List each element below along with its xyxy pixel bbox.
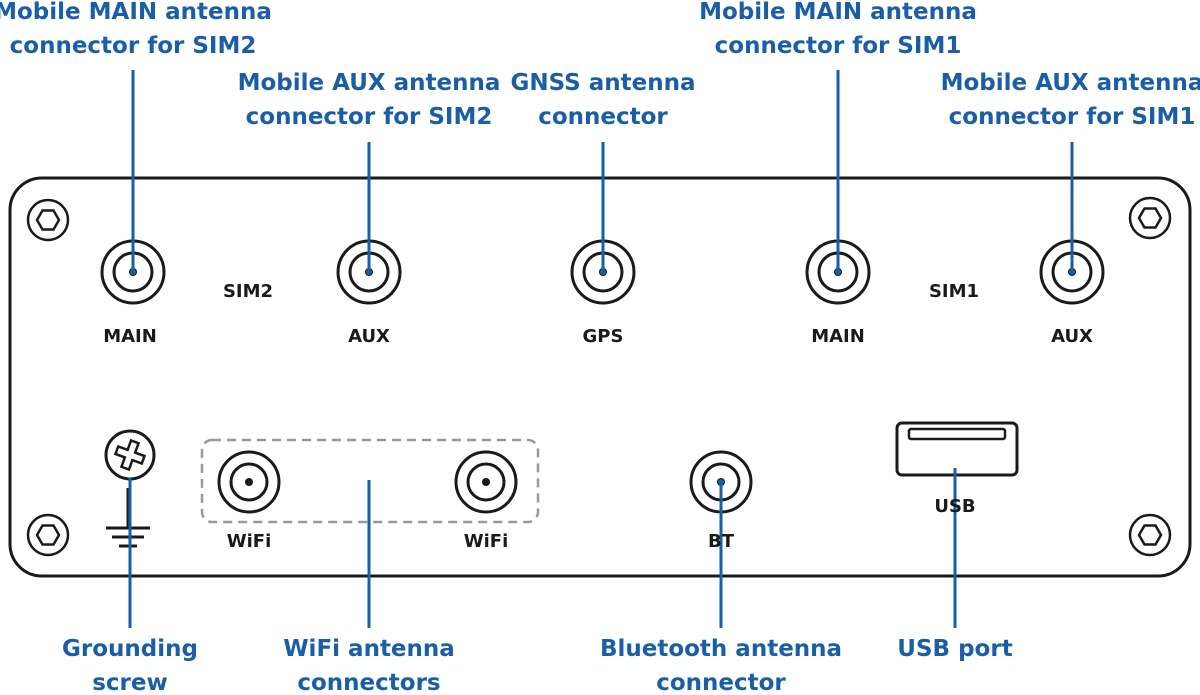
- callout-main-antenna-sim2: Mobile MAIN antenna connector for SIM2: [0, 0, 272, 63]
- callout-line: USB port: [897, 636, 1013, 662]
- leader-lines: [128, 70, 1074, 628]
- panel-label-sim1: SIM1: [929, 281, 979, 302]
- panel-label-sim2: SIM2: [223, 281, 273, 302]
- callout-line: connectors: [297, 670, 441, 695]
- panel-label-bt: BT: [708, 531, 735, 552]
- sma-connector-icon: [217, 450, 281, 514]
- callout-grounding-screw: Grounding screw: [62, 632, 198, 695]
- callout-line: Mobile MAIN antenna: [0, 0, 272, 25]
- device-panel: [8, 176, 1192, 578]
- usb-port-icon: [895, 421, 1019, 477]
- callout-line: connector for SIM2: [9, 33, 257, 59]
- hex-screw-icon: [1128, 513, 1172, 557]
- callout-line: connector: [656, 670, 786, 695]
- panel-label-gps: GPS: [583, 326, 624, 347]
- callout-bluetooth-antenna: Bluetooth antenna connector: [600, 632, 842, 695]
- callout-line: connector for SIM1: [948, 104, 1196, 130]
- callout-line: GNSS antenna: [510, 70, 696, 96]
- callout-line: WiFi antenna: [283, 636, 455, 662]
- panel-label-wifi-left: WiFi: [227, 531, 272, 552]
- callout-line: Grounding: [62, 636, 198, 662]
- callout-line: connector: [538, 104, 668, 130]
- callout-line: Bluetooth antenna: [599, 636, 843, 662]
- sma-connector-icon: [454, 450, 518, 514]
- callout-main-antenna-sim1: Mobile MAIN antenna connector for SIM1: [699, 0, 977, 63]
- callout-line: Mobile AUX antenna: [237, 70, 501, 96]
- callout-aux-antenna-sim2: Mobile AUX antenna connector for SIM2: [238, 66, 501, 134]
- hex-screw-icon: [1128, 196, 1172, 240]
- callout-usb-port: USB port: [897, 632, 1012, 666]
- leader-end-dots: [130, 269, 1075, 485]
- callout-line: connector for SIM1: [714, 33, 962, 59]
- callout-line: Mobile MAIN antenna: [699, 0, 977, 25]
- panel-label-aux-sim1: AUX: [1051, 326, 1093, 347]
- callout-line: screw: [92, 670, 168, 695]
- callout-wifi-antenna: WiFi antenna connectors: [283, 632, 455, 695]
- callout-aux-antenna-sim1: Mobile AUX antenna connector for SIM1: [941, 66, 1200, 134]
- cross-screw-icon: [104, 429, 156, 481]
- hex-screw-icon: [26, 513, 70, 557]
- panel-label-main-sim1: MAIN: [811, 326, 865, 347]
- panel-label-usb: USB: [934, 496, 975, 517]
- wifi-connector-group: [200, 438, 540, 524]
- callout-line: Mobile AUX antenna: [940, 70, 1200, 96]
- panel-label-wifi-right: WiFi: [464, 531, 509, 552]
- ground-symbol-icon: [106, 488, 150, 548]
- panel-label-main-sim2: MAIN: [103, 326, 157, 347]
- callout-gnss-antenna: GNSS antenna connector: [511, 66, 696, 134]
- panel-label-aux-sim2: AUX: [348, 326, 390, 347]
- callout-line: connector for SIM2: [245, 104, 493, 130]
- hex-screw-icon: [26, 198, 70, 242]
